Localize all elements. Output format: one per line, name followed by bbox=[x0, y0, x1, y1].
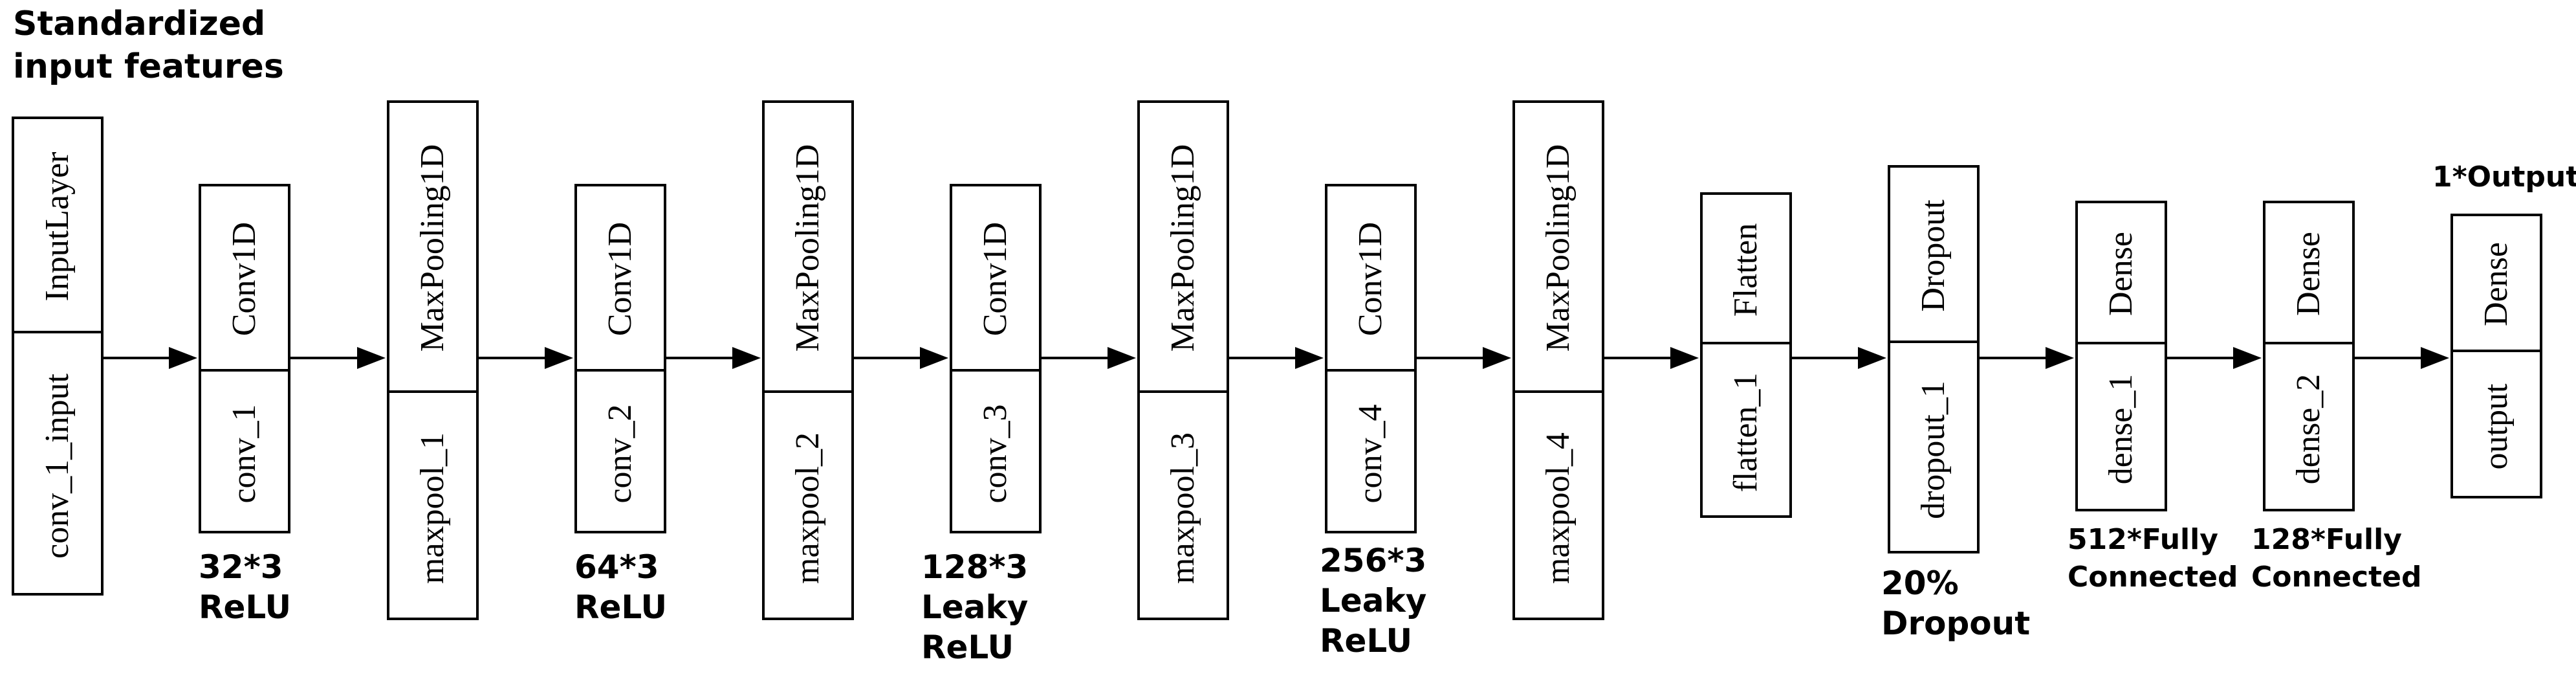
layer-name-label: dropout_1 bbox=[1915, 380, 1952, 519]
layer-box-dropout_1: Dropout dropout_1 bbox=[1888, 165, 1980, 553]
arrow-maxpool_1 bbox=[479, 347, 573, 369]
layer-name-label: conv_1_input bbox=[39, 373, 76, 559]
layer-box-maxpool_1: MaxPooling1D maxpool_1 bbox=[387, 100, 479, 620]
layer-type-label: MaxPooling1D bbox=[1540, 144, 1577, 352]
annotation-line: 256*3 bbox=[1320, 542, 1427, 579]
annotation-line: Connected bbox=[2251, 561, 2422, 594]
annotation-line: ReLU bbox=[199, 588, 292, 626]
annotation-line: 32*3 bbox=[199, 548, 283, 586]
layer-name-label: maxpool_2 bbox=[789, 432, 826, 584]
arrow-conv_3 bbox=[1042, 347, 1136, 369]
box-divider bbox=[389, 390, 476, 393]
box-divider bbox=[1703, 342, 1789, 344]
arrow-dense_1 bbox=[2167, 347, 2262, 369]
layer-type-label: MaxPooling1D bbox=[789, 144, 826, 352]
layer-name-label: maxpool_4 bbox=[1540, 432, 1577, 584]
layer-box-conv_1_input: InputLayer conv_1_input bbox=[12, 117, 104, 596]
input-caption-line: Standardized bbox=[13, 5, 266, 43]
layer-type-label: Dense bbox=[2478, 242, 2515, 326]
arrow-conv_1_input bbox=[104, 347, 197, 369]
box-divider bbox=[1515, 390, 1602, 393]
layer-type-label: Conv1D bbox=[602, 221, 639, 337]
arrow-dense_2 bbox=[2355, 347, 2449, 369]
annotation-line: 512*Fully bbox=[2068, 523, 2218, 556]
layer-name-label: conv_3 bbox=[977, 404, 1014, 504]
layer-type-label: Conv1D bbox=[1352, 221, 1389, 337]
annotation-line: 64*3 bbox=[574, 548, 659, 586]
layer-type-label: MaxPooling1D bbox=[414, 144, 451, 352]
arrow-conv_4 bbox=[1417, 347, 1511, 369]
annotation-line: Leaky bbox=[921, 588, 1029, 626]
layer-name-label: conv_4 bbox=[1352, 404, 1389, 504]
input-caption-line: input features bbox=[13, 47, 284, 86]
box-divider bbox=[952, 369, 1039, 372]
annotation-line: 20% bbox=[1881, 564, 1959, 602]
layer-name-label: dense_1 bbox=[2102, 374, 2139, 485]
layer-box-conv_3: Conv1D conv_3 bbox=[950, 184, 1042, 533]
arrow-conv_2 bbox=[666, 347, 761, 369]
annotation-line: ReLU bbox=[921, 629, 1014, 666]
layer-box-output: Dense output bbox=[2450, 214, 2542, 498]
layer-type-label: Dropout bbox=[1915, 199, 1952, 312]
layer-box-maxpool_2: MaxPooling1D maxpool_2 bbox=[762, 100, 854, 620]
layer-type-label: Conv1D bbox=[226, 221, 263, 337]
box-divider bbox=[2078, 342, 2165, 344]
layer-type-label: MaxPooling1D bbox=[1164, 144, 1201, 352]
layer-box-conv_4: Conv1D conv_4 bbox=[1325, 184, 1417, 533]
box-divider bbox=[201, 369, 288, 372]
box-divider bbox=[1140, 390, 1227, 393]
annotation-line: ReLU bbox=[574, 588, 668, 626]
layer-box-maxpool_3: MaxPooling1D maxpool_3 bbox=[1137, 100, 1229, 620]
layer-box-maxpool_4: MaxPooling1D maxpool_4 bbox=[1512, 100, 1604, 620]
annotation-line: ReLU bbox=[1320, 622, 1413, 660]
layer-name-label: dense_2 bbox=[2290, 374, 2327, 485]
layer-box-flatten_1: Flatten flatten_1 bbox=[1700, 192, 1792, 518]
layer-box-dense_2: Dense dense_2 bbox=[2263, 201, 2355, 511]
layer-type-label: Conv1D bbox=[977, 221, 1014, 337]
box-divider bbox=[14, 331, 101, 333]
box-divider bbox=[2265, 342, 2352, 344]
layer-box-conv_2: Conv1D conv_2 bbox=[574, 184, 666, 533]
arrow-dropout_1 bbox=[1980, 347, 2074, 369]
layer-name-label: maxpool_3 bbox=[1164, 432, 1201, 584]
layer-name-label: maxpool_1 bbox=[414, 432, 451, 584]
annotation-line: Dropout bbox=[1881, 605, 2031, 642]
layer-type-label: Flatten bbox=[1727, 223, 1764, 317]
arrow-maxpool_2 bbox=[854, 347, 948, 369]
arrow-maxpool_4 bbox=[1604, 347, 1699, 369]
arrow-maxpool_3 bbox=[1229, 347, 1324, 369]
arrow-flatten_1 bbox=[1792, 347, 1886, 369]
box-divider bbox=[1327, 369, 1414, 372]
annotation-line: 128*3 bbox=[921, 548, 1029, 586]
layer-type-label: Dense bbox=[2290, 232, 2327, 316]
box-divider bbox=[765, 390, 851, 393]
layer-name-label: conv_2 bbox=[602, 404, 639, 504]
box-divider bbox=[1890, 340, 1977, 343]
layer-box-conv_1: Conv1D conv_1 bbox=[199, 184, 290, 533]
arrow-conv_1 bbox=[290, 347, 386, 369]
layer-name-label: flatten_1 bbox=[1727, 372, 1764, 493]
output-caption-line: 1*Output bbox=[2432, 161, 2576, 194]
output-caption: 1*Output bbox=[2432, 159, 2576, 196]
layer-type-label: InputLayer bbox=[39, 151, 76, 302]
layer-type-label: Dense bbox=[2102, 232, 2139, 316]
box-divider bbox=[2453, 350, 2540, 352]
input-caption: Standardized input features bbox=[13, 3, 284, 88]
layer-name-label: conv_1 bbox=[226, 404, 263, 504]
annotation-line: Connected bbox=[2068, 561, 2238, 594]
layer-annotation-dropout_1: 20%Dropout bbox=[1881, 563, 2030, 643]
annotation-line: Leaky bbox=[1320, 582, 1427, 620]
layer-name-label: output bbox=[2478, 383, 2515, 470]
box-divider bbox=[577, 369, 664, 372]
layer-box-dense_1: Dense dense_1 bbox=[2075, 201, 2167, 511]
annotation-line: 128*Fully bbox=[2251, 523, 2402, 556]
